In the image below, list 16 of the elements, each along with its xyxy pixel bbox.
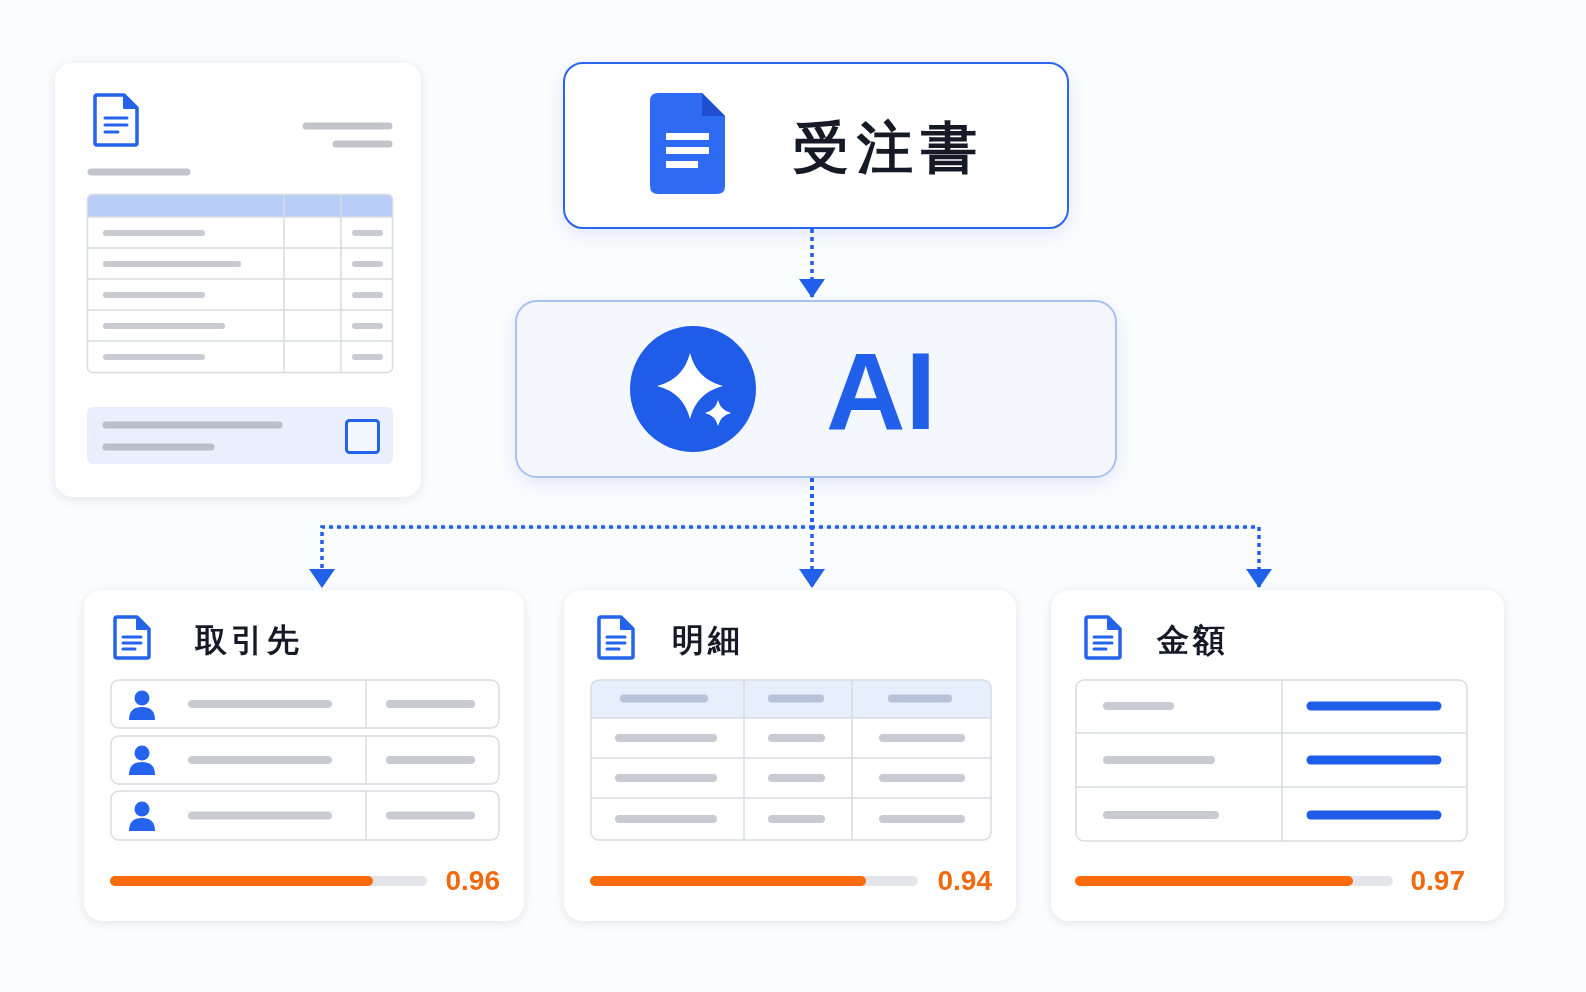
score-value: 0.97 xyxy=(1410,865,1465,897)
result-card xyxy=(1051,590,1504,921)
score-value: 0.96 xyxy=(445,865,500,897)
card-title: 取引先 xyxy=(195,620,303,660)
arrow xyxy=(799,229,825,298)
result-card xyxy=(84,590,524,921)
process-box xyxy=(563,62,1069,229)
node-label: 受注書 xyxy=(793,116,985,180)
document-illustration xyxy=(55,63,421,497)
score-value: 0.94 xyxy=(937,865,992,897)
card-title: 明細 xyxy=(672,620,744,660)
process-box xyxy=(515,300,1117,478)
card-title: 金額 xyxy=(1157,620,1229,660)
arrow xyxy=(810,478,1272,588)
node-label: AI xyxy=(826,336,936,446)
result-card xyxy=(564,590,1016,921)
